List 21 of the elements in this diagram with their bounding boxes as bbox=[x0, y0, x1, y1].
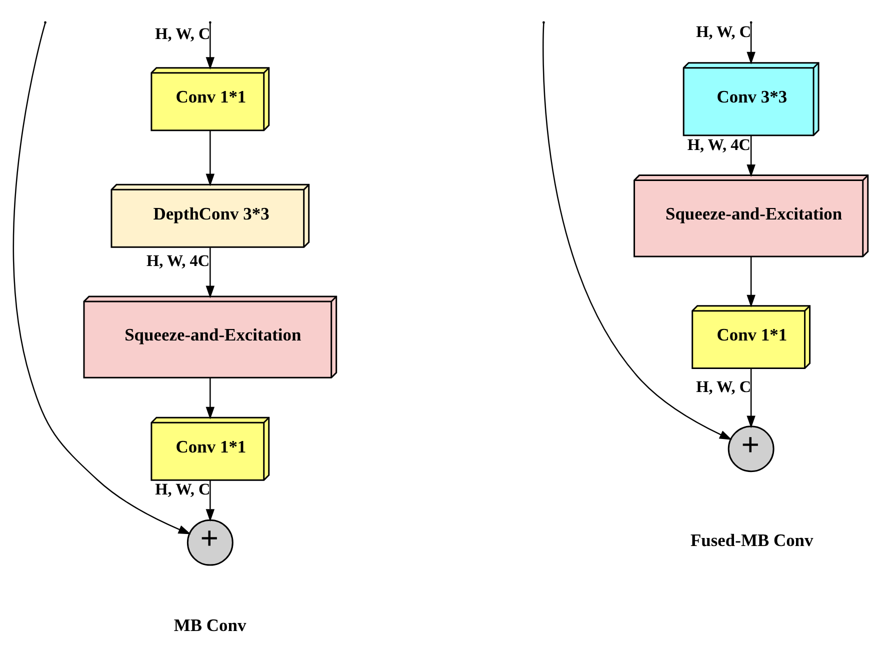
arrow bbox=[12, 22, 191, 534]
label: Fused-MB Conv bbox=[690, 530, 814, 550]
node-circle: + bbox=[186, 519, 234, 566]
arrow bbox=[746, 22, 756, 64]
arrow bbox=[746, 368, 756, 428]
edge-label: H, W, C bbox=[155, 24, 210, 43]
arrow bbox=[542, 23, 732, 440]
arrow bbox=[746, 136, 756, 178]
edge-label: H, W, C bbox=[696, 378, 752, 396]
arrow bbox=[206, 248, 215, 298]
label: MB Conv bbox=[174, 614, 246, 635]
arrow bbox=[206, 378, 215, 420]
arrow bbox=[746, 256, 756, 308]
arrow bbox=[206, 22, 215, 70]
edge-label: H, W, C bbox=[696, 23, 752, 42]
arrow bbox=[206, 130, 215, 186]
edge-label: H, W, 4C bbox=[687, 136, 750, 154]
edge-label: H, W, C bbox=[155, 480, 210, 499]
node-circle: + bbox=[728, 426, 774, 472]
edge-label: H, W, 4C bbox=[146, 252, 210, 270]
arrow bbox=[206, 480, 215, 522]
